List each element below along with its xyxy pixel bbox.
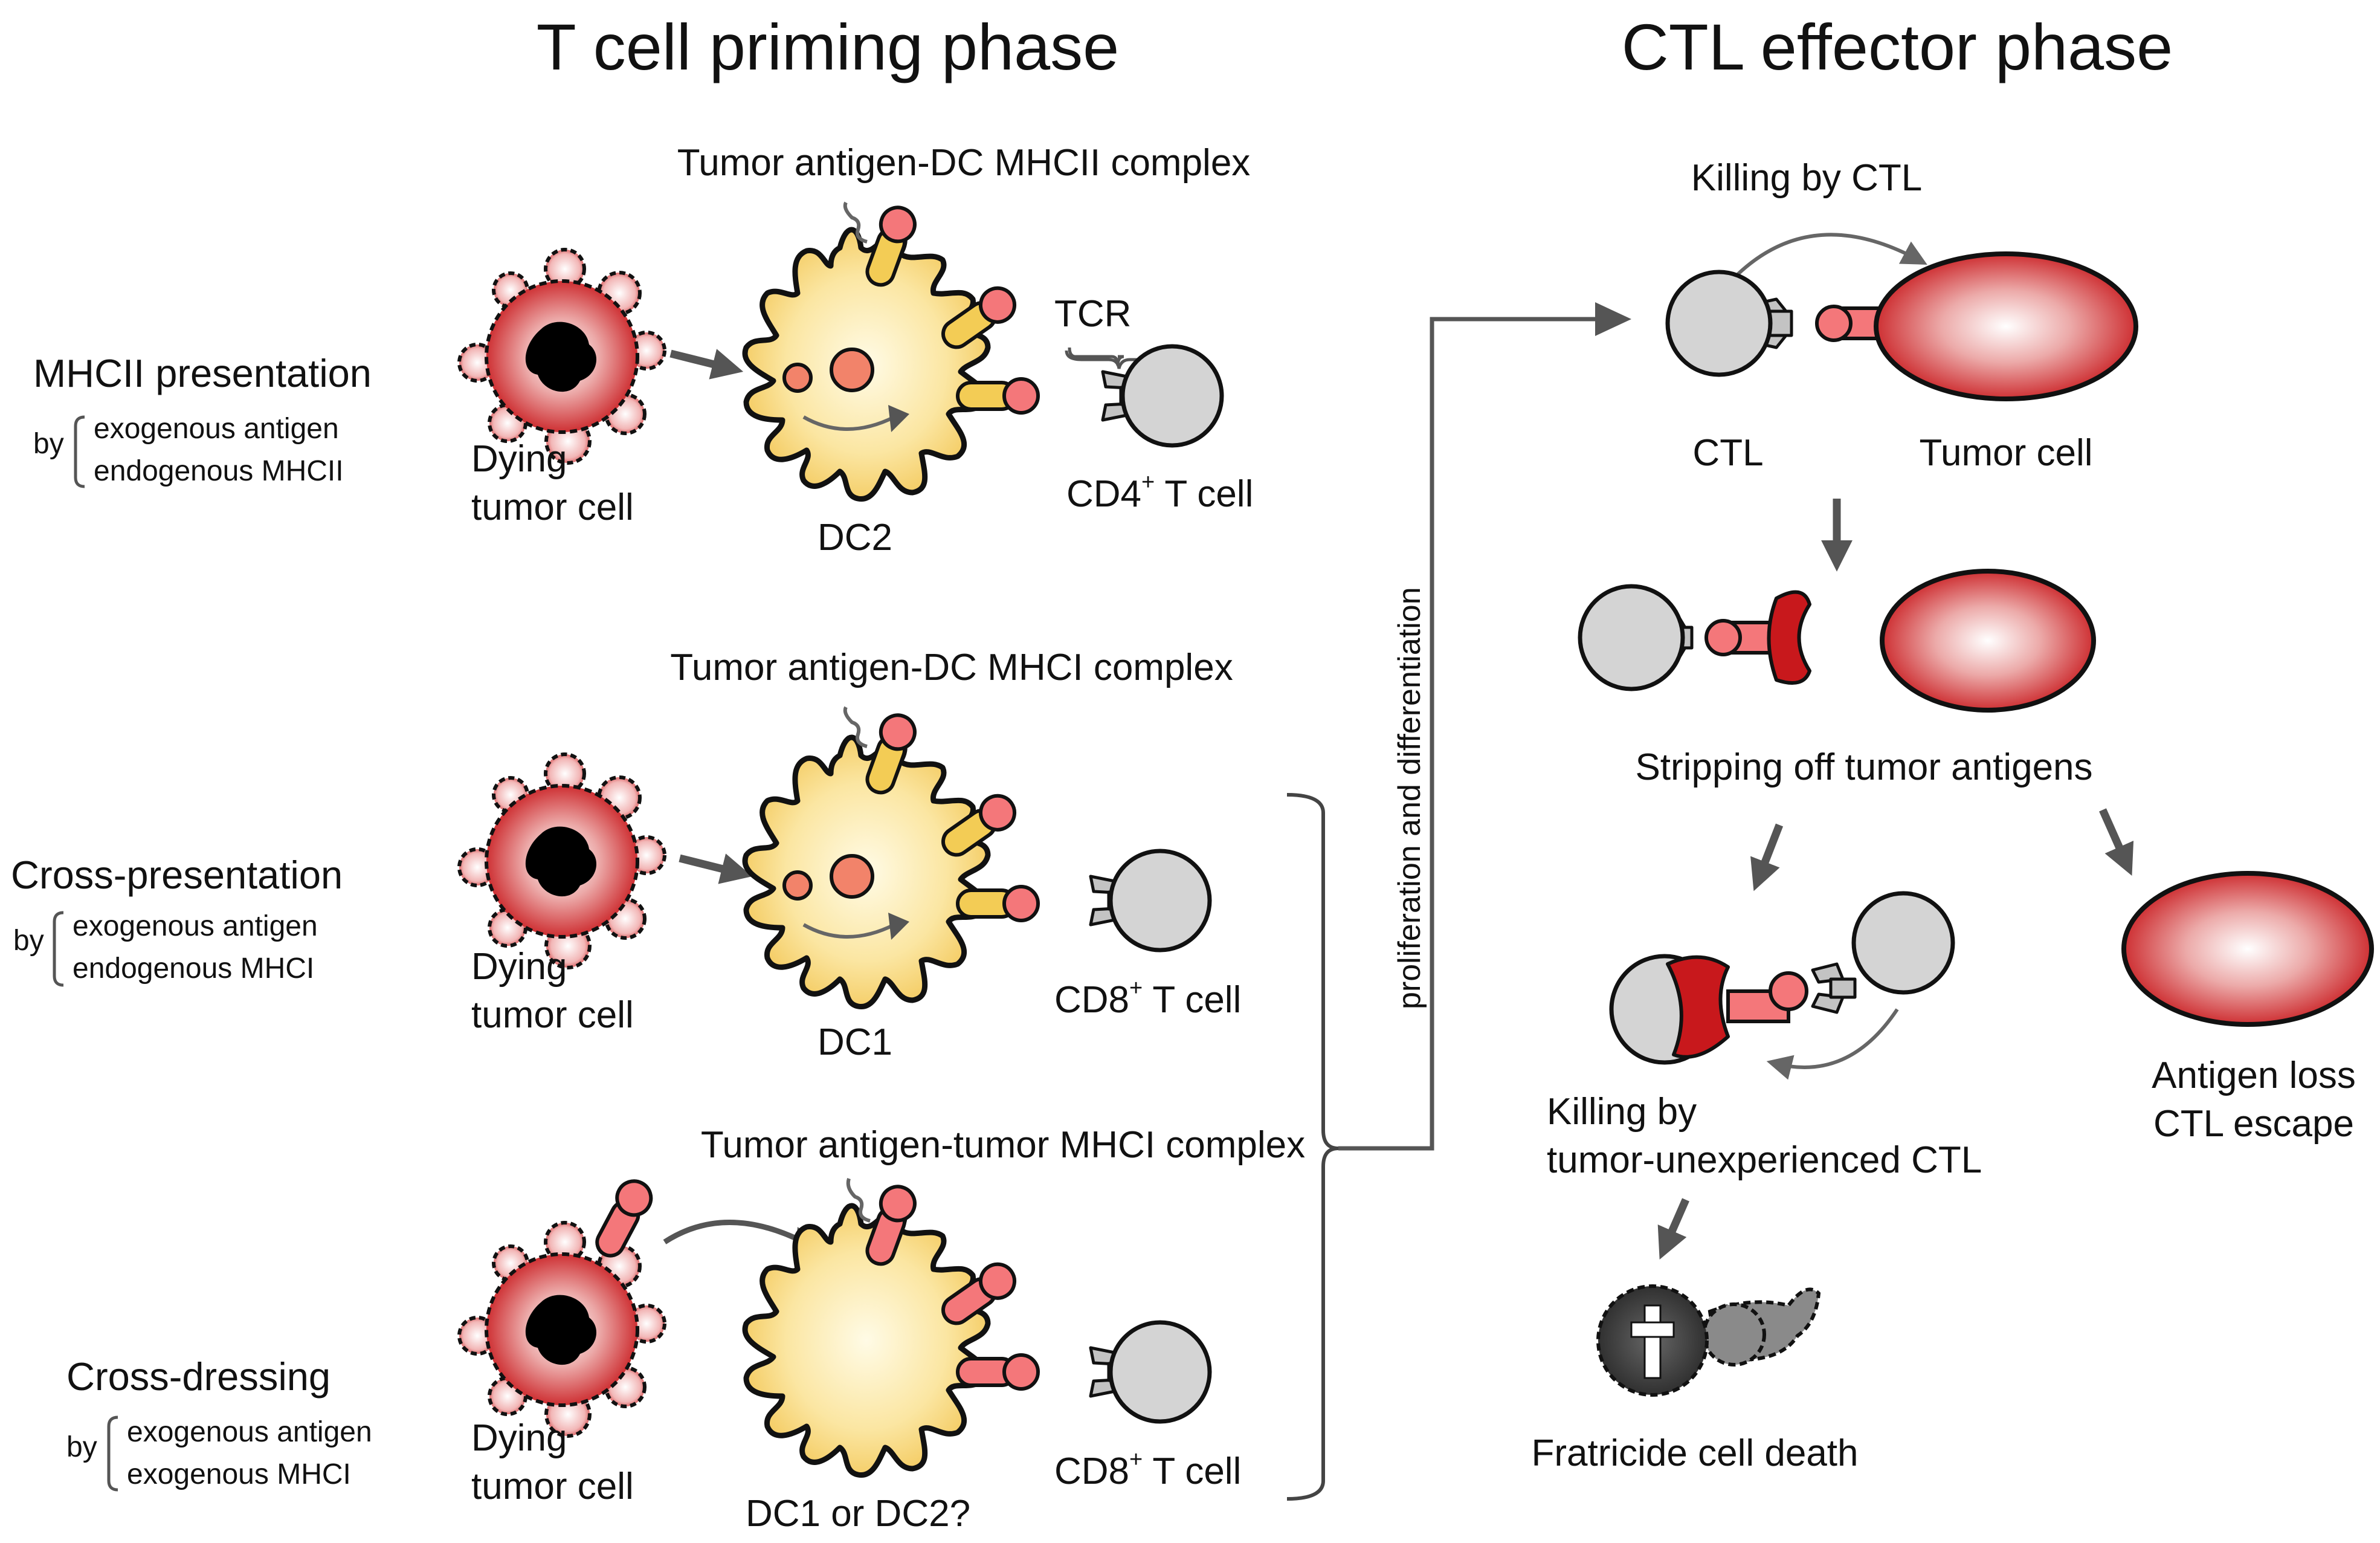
mechanism-line2: endogenous MHCI xyxy=(73,953,314,985)
escaped-tumor-cell-icon xyxy=(2121,871,2374,1027)
killing-unexp-line2: tumor-unexperienced CTL xyxy=(1547,1139,1982,1181)
mode-label: Cross-presentation xyxy=(11,853,343,897)
priming-phase-title: T cell priming phase xyxy=(537,10,1119,83)
ctl-cell-icon xyxy=(1578,584,1685,691)
tcell-suffix: T cell xyxy=(1143,1451,1241,1492)
stripping-icon xyxy=(1578,569,2096,713)
tumor-label-line1: Dying xyxy=(471,1417,567,1459)
mode-label: MHCII presentation xyxy=(33,351,372,395)
mechanism-line1: exogenous antigen xyxy=(73,910,318,942)
svg-text:CD8+ T cell: CD8+ T cell xyxy=(1054,1447,1241,1492)
ctl-tumor-pair xyxy=(1665,251,2138,401)
bracket-label: proliferation and differentiation xyxy=(1392,587,1427,1009)
dying-tumor-cell-icon xyxy=(459,1223,665,1436)
dendritic-cell-icon xyxy=(745,230,988,499)
row-mhcii-presentation: MHCII presentation by exogenous antigen … xyxy=(33,142,1253,558)
dc-label: DC1 or DC2? xyxy=(746,1493,970,1535)
tcell-suffix: T cell xyxy=(1155,473,1253,515)
row-cross-dressing: Cross-dressing by exogenous antigen exog… xyxy=(66,1124,1305,1535)
antigen-loss-line2: CTL escape xyxy=(2153,1103,2354,1145)
dying-tumor-cell-icon xyxy=(459,250,665,463)
row-cross-presentation: Cross-presentation by exogenous antigen … xyxy=(11,647,1241,1063)
tcell-sup: + xyxy=(1129,1447,1143,1472)
mechanism-line1: exogenous antigen xyxy=(94,413,339,445)
tumor-mhci-antigen-icon xyxy=(958,1355,1038,1389)
fratricide-interaction xyxy=(1609,891,1955,1065)
by-label: by xyxy=(13,925,44,957)
tumor-cell-icon xyxy=(1880,569,2096,713)
fratricide-label: Fratricide cell death xyxy=(1531,1432,1858,1474)
complex-label: Tumor antigen-DC MHCI complex xyxy=(670,647,1233,688)
dead-cell-icon xyxy=(1596,1284,1821,1397)
svg-text:CD8+ T cell: CD8+ T cell xyxy=(1054,975,1241,1021)
dying-tumor-cell-icon xyxy=(459,754,665,968)
tcell-prefix: CD8 xyxy=(1054,1451,1129,1492)
ctl-cell-icon xyxy=(1851,891,1955,995)
stripping-label: Stripping off tumor antigens xyxy=(1635,746,2092,788)
proliferation-bracket: proliferation and differentiation xyxy=(1286,302,1631,1501)
svg-text:CD4+ T cell: CD4+ T cell xyxy=(1066,470,1253,515)
tumor-mhci-antigen-icon xyxy=(589,1175,657,1262)
dc-label: DC2 xyxy=(818,517,892,558)
killing-unexp-line1: Killing by xyxy=(1547,1091,1697,1133)
by-label: by xyxy=(33,428,64,460)
mhci-antigen-icon xyxy=(958,887,1038,920)
effector-phase-title: CTL effector phase xyxy=(1622,10,2173,83)
tumor-cell-icon xyxy=(1874,251,2138,401)
mechanism-line2: endogenous MHCII xyxy=(94,455,344,487)
tcell-suffix: T cell xyxy=(1143,979,1241,1021)
tcell-prefix: CD4 xyxy=(1066,473,1141,515)
tcr-label: TCR xyxy=(1054,293,1131,335)
tcell-prefix: CD8 xyxy=(1054,979,1129,1021)
antigen-loss-line1: Antigen loss xyxy=(2152,1055,2356,1096)
ctl-label: CTL xyxy=(1692,432,1763,474)
t-cell-icon xyxy=(1103,346,1222,445)
effector-panel: Killing by CTL CTL Tumor cell Stripping … xyxy=(1531,157,2374,1474)
tumor-label-line2: tumor cell xyxy=(471,1466,634,1507)
dc-label: DC1 xyxy=(818,1021,892,1063)
killing-by-ctl-label: Killing by CTL xyxy=(1691,157,1922,199)
tumor-label-line2: tumor cell xyxy=(471,487,634,528)
mechanism-line1: exogenous antigen xyxy=(127,1416,372,1448)
t-cell-icon xyxy=(1091,851,1210,950)
tcell-sup: + xyxy=(1141,470,1155,495)
tcell-sup: + xyxy=(1129,975,1143,1001)
mhcii-antigen-icon xyxy=(958,379,1038,413)
tumor-cell-label: Tumor cell xyxy=(1919,432,2092,474)
mechanism-line2: exogenous MHCI xyxy=(127,1458,351,1490)
ctl-cell-icon xyxy=(1665,270,1773,377)
tumor-label-line1: Dying xyxy=(471,438,567,480)
cross-icon xyxy=(1630,1304,1675,1379)
mode-label: Cross-dressing xyxy=(66,1354,331,1399)
t-cell-icon xyxy=(1091,1322,1210,1422)
tumor-label-line1: Dying xyxy=(471,946,567,988)
by-label: by xyxy=(66,1431,97,1463)
dendritic-cell-icon xyxy=(745,737,988,1007)
tumor-label-line2: tumor cell xyxy=(471,994,634,1036)
complex-label: Tumor antigen-tumor MHCI complex xyxy=(701,1124,1305,1166)
complex-label: Tumor antigen-DC MHCII complex xyxy=(677,142,1251,184)
